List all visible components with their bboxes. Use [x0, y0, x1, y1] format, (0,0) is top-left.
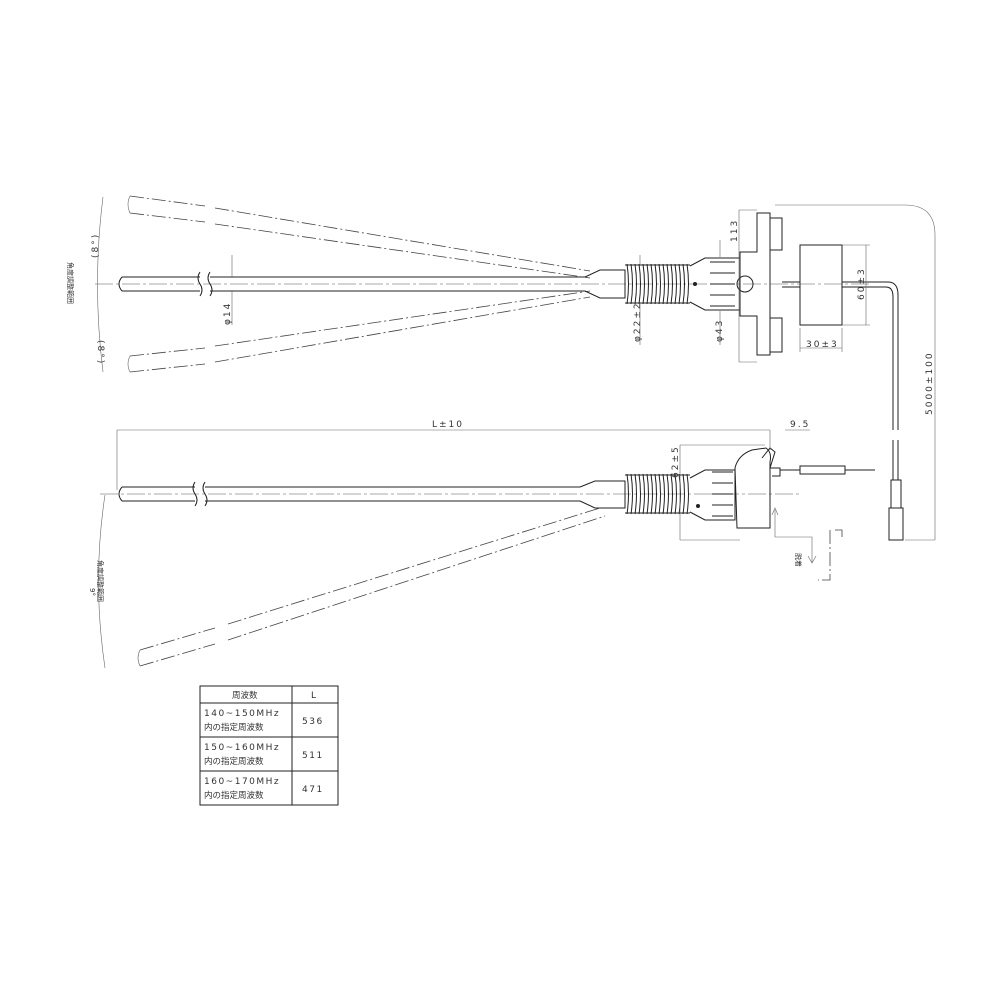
mount-height-label: 113: [730, 219, 740, 242]
pivot-dot: [693, 282, 697, 286]
cable-connector: [890, 479, 902, 509]
table-row-note: 内の指定周波数: [204, 722, 264, 733]
box-height-label: 60±3: [857, 267, 867, 300]
table-row-freq: 140~150MHz: [204, 709, 280, 719]
table-row-L: 471: [302, 785, 324, 795]
top-view: (8°) (8°) 角度調整範囲 φ14 φ22±2 φ43 113 60±3 …: [66, 195, 936, 541]
height-dim-label: 62±5: [671, 445, 681, 478]
spring-coil: [625, 263, 690, 305]
angle-upper-label: (8°): [91, 233, 101, 258]
length-dim-label: L±10: [432, 420, 464, 430]
table-row-freq: 150~160MHz: [204, 743, 280, 753]
side-view: 角度調整範囲 9° L±10 9.5 62±5 脱着: [88, 420, 875, 669]
tilted-rod-upper: [127, 195, 591, 279]
table-header-L: L: [311, 691, 318, 701]
angle-range-label: 角度調整範囲: [66, 262, 75, 304]
tilted-rod-side: [137, 507, 606, 667]
mount-flange: [739, 212, 771, 356]
table-row-L: 536: [302, 717, 324, 727]
table-row-note: 内の指定周波数: [204, 790, 264, 801]
connector-blocks: [770, 217, 783, 353]
angle-lower-label: (8°): [95, 340, 105, 365]
taper: [584, 269, 626, 299]
spring: [625, 263, 690, 305]
detach-arrow: [771, 507, 817, 564]
spring-side: [625, 473, 690, 515]
spring-coil: [625, 473, 690, 515]
antenna-rod: [118, 271, 585, 297]
antenna-rod-side: [118, 481, 580, 507]
spring-diameter-label: φ22±2: [633, 301, 643, 342]
offset-dim-label: 9.5: [790, 420, 810, 430]
tilted-rod-lower: [127, 290, 591, 373]
mount-housing: [734, 447, 771, 529]
cable: [892, 440, 899, 480]
rod-diameter-label: φ14: [223, 302, 233, 325]
side-angle-value: 9°: [88, 588, 96, 596]
side-angle-range-label: 角度調整範囲: [96, 560, 105, 602]
cable-length-label: 5000±100: [925, 351, 935, 415]
frequency-table: 周波数 L 140~150MHz 内の指定周波数 536 150~160MHz …: [199, 685, 339, 806]
box-width-label: 30±3: [806, 340, 839, 350]
matching-box: [799, 244, 843, 326]
table-row-freq: 160~170MHz: [204, 777, 280, 787]
table-row-note: 内の指定周波数: [204, 756, 264, 767]
table-header-frequency: 周波数: [232, 690, 258, 701]
screw-icon: [736, 275, 754, 293]
angle-arc: [97, 196, 104, 373]
detach-label: 脱着: [794, 553, 803, 567]
table-row-L: 511: [302, 751, 324, 761]
